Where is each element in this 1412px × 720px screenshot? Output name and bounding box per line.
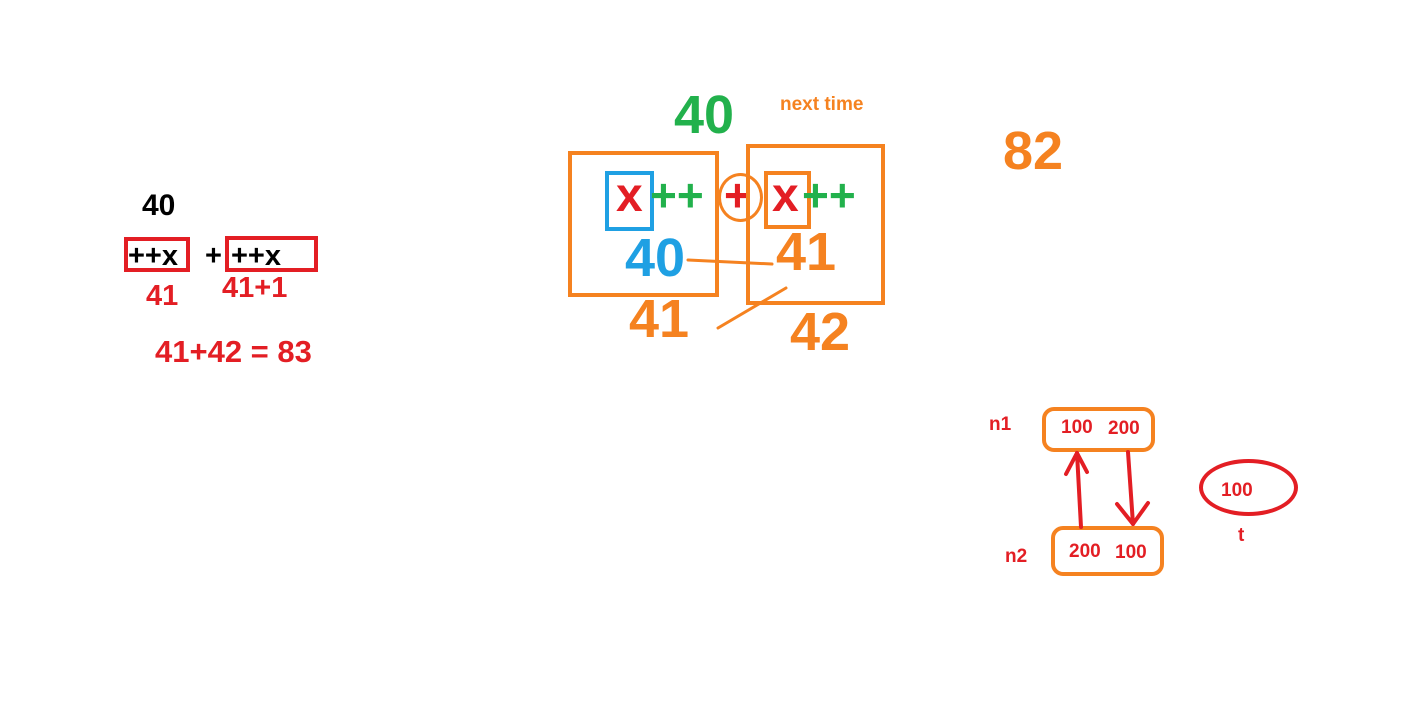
middle-top-value: 40: [674, 85, 735, 145]
box1-var: x: [616, 169, 643, 222]
x-highlight-box-1: [605, 171, 654, 231]
arrow-down-n1-to-n2: [1115, 450, 1150, 526]
n1-label: n1: [989, 414, 1012, 435]
box1-op: ++: [650, 169, 704, 221]
below-value-1: 41: [629, 289, 690, 349]
t-ellipse: [1199, 459, 1298, 516]
connector-line-40-41: [686, 258, 774, 266]
left-value2: 41+1: [222, 272, 288, 304]
postfix-box-2: [746, 144, 885, 305]
term1-box: [124, 237, 190, 272]
postfix-box-1: [568, 151, 719, 297]
left-plus-sign: +: [205, 240, 222, 272]
n1-value-b: 200: [1108, 418, 1140, 439]
t-value: 100: [1221, 480, 1253, 501]
total-value: 82: [1003, 121, 1064, 181]
box2-value: 41: [776, 222, 837, 282]
connector-line-41-42: [716, 286, 788, 330]
n2-box: [1051, 526, 1164, 576]
term2-text: ++x: [231, 240, 281, 272]
n2-label: n2: [1005, 546, 1028, 567]
n2-value-b: 100: [1115, 542, 1147, 563]
plus-circle: [718, 173, 763, 222]
box2-op: ++: [802, 169, 856, 221]
term1-text: ++x: [128, 240, 178, 272]
t-label: t: [1238, 525, 1245, 546]
left-result: 41+42 = 83: [155, 334, 312, 369]
x-highlight-box-2: [764, 171, 811, 229]
n1-value-a: 100: [1061, 417, 1093, 438]
box2-var: x: [772, 169, 799, 222]
n2-value-a: 200: [1069, 541, 1101, 562]
term2-box: [225, 236, 318, 272]
left-value1: 41: [146, 280, 179, 312]
below-value-2: 42: [790, 302, 851, 362]
arrow-up-n2-to-n1: [1064, 451, 1089, 529]
left-top-value: 40: [142, 189, 176, 222]
n1-box: [1042, 407, 1155, 452]
box1-value: 40: [625, 228, 686, 288]
next-time-label: next time: [780, 94, 864, 115]
